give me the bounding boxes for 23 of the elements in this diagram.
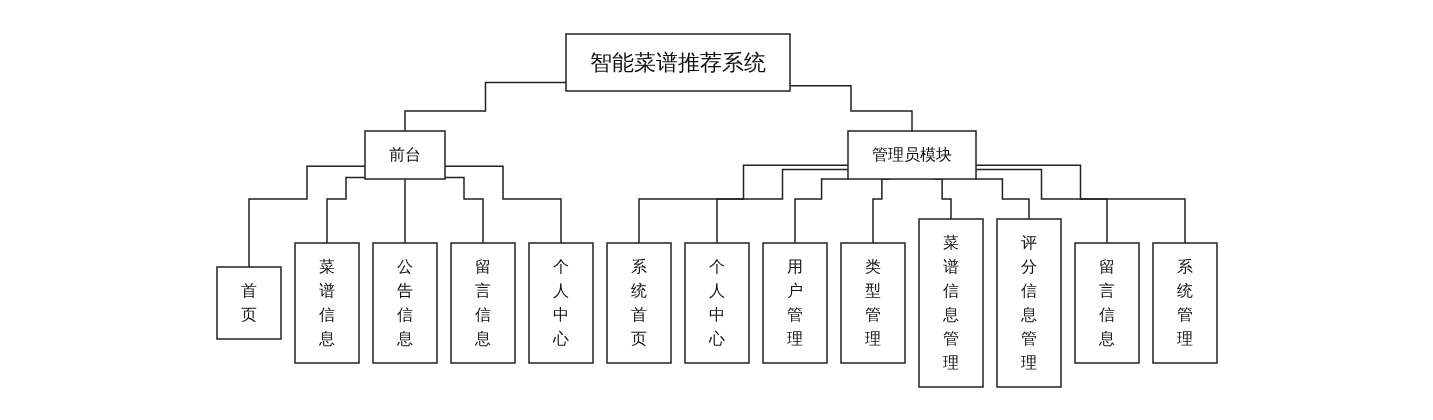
- connector: [974, 168, 1108, 244]
- node-box: 前台: [363, 129, 446, 180]
- connector: [715, 168, 849, 244]
- node-box: 菜谱信息: [293, 241, 360, 364]
- node-box: 系统管理: [1151, 241, 1218, 364]
- connector: [974, 164, 1186, 244]
- node-box: 系统首页: [605, 241, 672, 364]
- node-box: 管理员模块: [846, 129, 977, 180]
- node-box: 评分信息管理: [995, 217, 1062, 388]
- node-box: 个人中心: [683, 241, 750, 364]
- connector: [974, 177, 1030, 220]
- node-box: 留言信息: [449, 241, 516, 364]
- connector: [793, 177, 849, 244]
- node-box: 首页: [215, 265, 282, 340]
- node-box: 智能菜谱推荐系统: [564, 32, 791, 92]
- connector: [403, 177, 406, 244]
- node-box: 用户管理: [761, 241, 828, 364]
- node-box: 个人中心: [527, 241, 594, 364]
- node-box: 菜谱信息管理: [917, 217, 984, 388]
- node-box: 公告信息: [371, 241, 438, 364]
- node-box: 类型管理: [839, 241, 906, 364]
- connector: [637, 164, 849, 244]
- node-box: 留言信息: [1073, 241, 1140, 364]
